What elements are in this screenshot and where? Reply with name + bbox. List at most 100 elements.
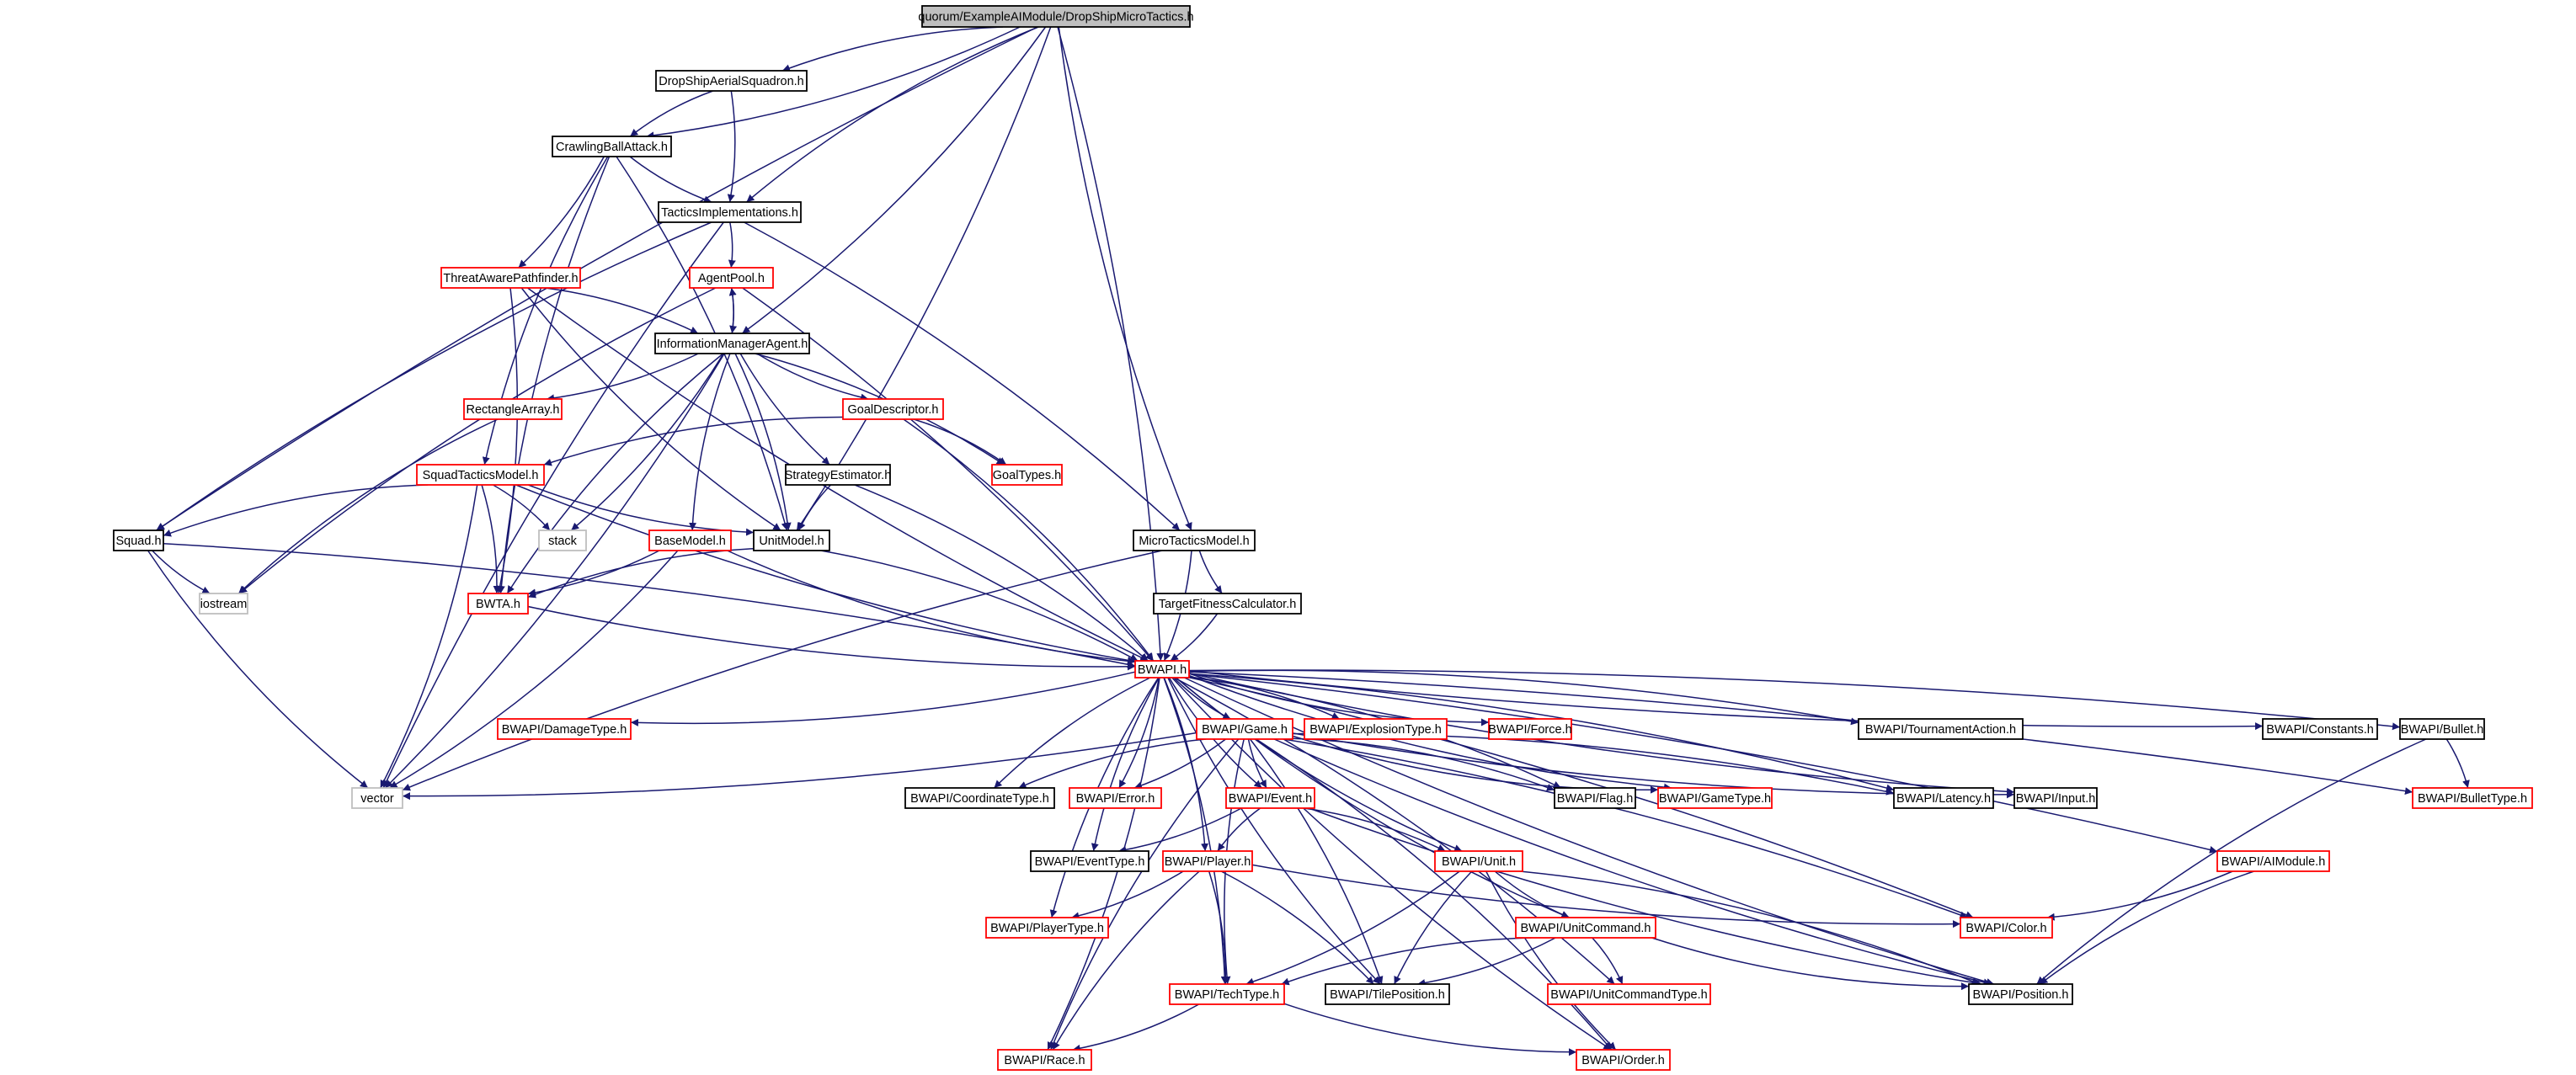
node-tapf[interactable]: ThreatAwarePathfinder.h	[440, 267, 581, 289]
node-force-label: BWAPI/Force.h	[1488, 723, 1571, 737]
node-flag-label: BWAPI/Flag.h	[1557, 792, 1634, 806]
edge-um-to-bwapi	[820, 550, 1139, 662]
node-const[interactable]: BWAPI/Constants.h	[2262, 718, 2378, 740]
edge-bwapi-to-color	[1188, 677, 1974, 918]
node-lat[interactable]: BWAPI/Latency.h	[1893, 787, 1994, 809]
node-btype[interactable]: BWAPI/BulletType.h	[2412, 787, 2533, 809]
node-gt[interactable]: GoalTypes.h	[991, 464, 1063, 486]
node-bwta-label: BWTA.h	[476, 598, 520, 611]
node-ptype[interactable]: BWAPI/PlayerType.h	[985, 917, 1109, 939]
edge-bwapi-to-pos	[1184, 677, 1995, 986]
node-tilepos[interactable]: BWAPI/TilePosition.h	[1325, 983, 1450, 1005]
edge-bwapi-to-unit	[1176, 677, 1463, 852]
node-coord-label: BWAPI/CoordinateType.h	[910, 792, 1049, 806]
node-evtype[interactable]: BWAPI/EventType.h	[1030, 850, 1149, 872]
node-race[interactable]: BWAPI/Race.h	[997, 1049, 1092, 1071]
edge-ima-to-se	[739, 353, 830, 466]
node-se-label: StrategyEstimator.h	[785, 469, 892, 482]
edge-bwapi-to-aimod	[1188, 673, 2218, 854]
node-flag[interactable]: BWAPI/Flag.h	[1554, 787, 1636, 809]
edge-unit-to-tech	[1245, 870, 1460, 986]
node-ucmd[interactable]: BWAPI/UnitCommand.h	[1515, 917, 1656, 939]
node-sq[interactable]: Squad.h	[113, 530, 164, 551]
node-force[interactable]: BWAPI/Force.h	[1488, 718, 1572, 740]
node-tfc[interactable]: TargetFitnessCalculator.h	[1153, 593, 1302, 615]
node-bm[interactable]: BaseModel.h	[648, 530, 732, 551]
node-aimod[interactable]: BWAPI/AIModule.h	[2216, 850, 2330, 872]
edge-ti-to-ap	[728, 221, 736, 269]
node-cba[interactable]: CrawlingBallAttack.h	[552, 136, 672, 157]
node-game[interactable]: BWAPI/Game.h	[1196, 718, 1293, 740]
edge-tfc-to-bwapi	[1170, 613, 1219, 662]
node-dsas-label: DropShipAerialSquadron.h	[659, 75, 804, 88]
edge-root-to-ti	[746, 26, 1039, 203]
node-color[interactable]: BWAPI/Color.h	[1960, 917, 2053, 939]
edge-gd-to-bwapi	[903, 418, 1155, 662]
node-bwapi-label: BWAPI.h	[1138, 663, 1187, 677]
node-bullet[interactable]: BWAPI/Bullet.h	[2399, 718, 2485, 740]
node-player-box	[1162, 850, 1253, 872]
node-ima[interactable]: InformationManagerAgent.h	[654, 333, 810, 354]
edge-bwapi-to-force	[1188, 673, 1490, 726]
node-player-label: BWAPI/Player.h	[1165, 855, 1251, 869]
node-order[interactable]: BWAPI/Order.h	[1576, 1049, 1671, 1071]
edge-event-to-unit	[1303, 807, 1446, 852]
node-tfc-label: TargetFitnessCalculator.h	[1159, 598, 1297, 611]
node-um-box	[753, 530, 830, 551]
node-unit[interactable]: BWAPI/Unit.h	[1434, 850, 1523, 872]
edge-ima-to-stack	[570, 353, 724, 531]
node-tapf-label: ThreatAwarePathfinder.h	[443, 272, 578, 285]
node-input-label: BWAPI/Input.h	[2016, 792, 2096, 806]
node-ti[interactable]: TacticsImplementations.h	[658, 201, 802, 223]
node-gtype-label: BWAPI/GameType.h	[1659, 792, 1771, 806]
edge-cba-to-stm	[482, 156, 609, 466]
edge-se-to-bwapi	[854, 484, 1149, 662]
edge-layer	[147, 26, 2470, 1056]
node-ucmd-box	[1515, 917, 1656, 939]
edge-aimod-to-pos	[2039, 870, 2254, 985]
node-gd-box	[842, 398, 944, 420]
node-uctype-box	[1547, 983, 1711, 1005]
node-input[interactable]: BWAPI/Input.h	[2013, 787, 2098, 809]
node-bwapi[interactable]: BWAPI.h	[1134, 660, 1190, 679]
edge-ucmd-to-tech	[1281, 937, 1532, 986]
node-dmg[interactable]: BWAPI/DamageType.h	[497, 718, 632, 740]
node-expl[interactable]: BWAPI/ExplosionType.h	[1304, 718, 1448, 740]
node-mtm[interactable]: MicroTacticsModel.h	[1133, 530, 1256, 551]
edge-mtm-to-vector	[402, 550, 1163, 791]
node-vector-box	[351, 787, 403, 809]
node-se[interactable]: StrategyEstimator.h	[785, 464, 892, 486]
node-stm[interactable]: SquadTacticsModel.h	[416, 464, 545, 486]
node-tourn-box	[1858, 718, 2024, 740]
node-root[interactable]: quorum/ExampleAIModule/DropShipMicroTact…	[918, 5, 1194, 28]
node-error[interactable]: BWAPI/Error.h	[1069, 787, 1162, 809]
node-const-label: BWAPI/Constants.h	[2266, 723, 2374, 737]
edge-cba-to-bwta	[497, 156, 611, 594]
node-ra[interactable]: RectangleArray.h	[463, 398, 563, 420]
node-pos[interactable]: BWAPI/Position.h	[1968, 983, 2073, 1005]
node-um[interactable]: UnitModel.h	[753, 530, 830, 551]
node-event[interactable]: BWAPI/Event.h	[1225, 787, 1315, 809]
edge-game-to-flag	[1292, 737, 1555, 791]
node-gtype[interactable]: BWAPI/GameType.h	[1657, 787, 1773, 809]
node-ap[interactable]: AgentPool.h	[689, 267, 774, 289]
node-ra-box	[463, 398, 563, 420]
node-bullet-box	[2399, 718, 2485, 740]
node-aimod-label: BWAPI/AIModule.h	[2221, 855, 2326, 869]
node-player[interactable]: BWAPI/Player.h	[1162, 850, 1253, 872]
node-tourn[interactable]: BWAPI/TournamentAction.h	[1858, 718, 2024, 740]
node-gd[interactable]: GoalDescriptor.h	[842, 398, 944, 420]
node-cba-box	[552, 136, 672, 157]
edge-stm-to-bwta	[481, 484, 501, 594]
node-coord-box	[904, 787, 1055, 809]
edge-event-to-pos	[1309, 807, 1982, 987]
node-coord[interactable]: BWAPI/CoordinateType.h	[904, 787, 1055, 809]
edge-ti-to-mtm	[744, 221, 1181, 531]
node-tech[interactable]: BWAPI/TechType.h	[1169, 983, 1285, 1005]
node-ti-label: TacticsImplementations.h	[661, 206, 798, 220]
edge-game-to-tilepos	[1249, 738, 1384, 985]
node-bwta[interactable]: BWTA.h	[467, 593, 529, 615]
edge-sq-to-bwapi	[163, 542, 1136, 668]
node-dsas[interactable]: DropShipAerialSquadron.h	[655, 70, 808, 92]
node-uctype[interactable]: BWAPI/UnitCommandType.h	[1547, 983, 1711, 1005]
